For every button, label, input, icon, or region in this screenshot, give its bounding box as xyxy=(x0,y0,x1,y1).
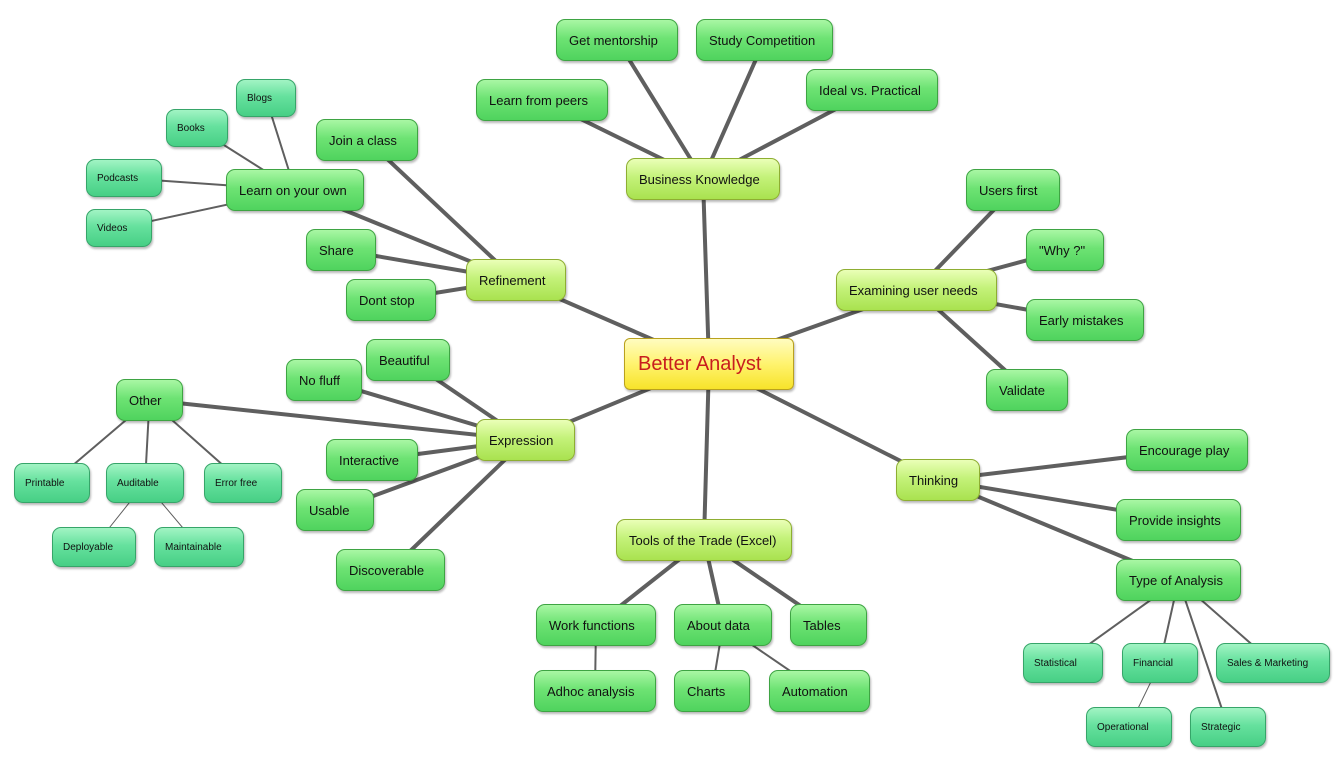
connector-expression-other xyxy=(147,398,528,442)
topic-node-usable[interactable]: Usable xyxy=(296,489,374,531)
topic-node-beautiful[interactable]: Beautiful xyxy=(366,339,450,381)
topic-node-examining-user-needs[interactable]: Examining user needs xyxy=(836,269,997,311)
topic-node-get-mentorship[interactable]: Get mentorship xyxy=(556,19,678,61)
topic-node-business-knowledge[interactable]: Business Knowledge xyxy=(626,158,780,200)
topic-node-join-a-class[interactable]: Join a class xyxy=(316,119,418,161)
connector-business-knowledge-study-competition xyxy=(701,38,767,181)
topic-node-printable[interactable]: Printable xyxy=(14,463,90,503)
topic-node-work-functions[interactable]: Work functions xyxy=(536,604,656,646)
topic-node-maintainable[interactable]: Maintainable xyxy=(154,527,244,567)
topic-node-study-competition[interactable]: Study Competition xyxy=(696,19,833,61)
connector-root-business-knowledge xyxy=(701,177,711,366)
topic-node-share[interactable]: Share xyxy=(306,229,376,271)
topic-node-learn-on-your-own[interactable]: Learn on your own xyxy=(226,169,364,211)
connector-business-knowledge-get-mentorship xyxy=(615,38,705,181)
topic-node-about-data[interactable]: About data xyxy=(674,604,772,646)
topic-node-users-first[interactable]: Users first xyxy=(966,169,1060,211)
topic-node-automation[interactable]: Automation xyxy=(769,670,870,712)
topic-node-sales-marketing[interactable]: Sales & Marketing xyxy=(1216,643,1330,683)
topic-node-books[interactable]: Books xyxy=(166,109,228,147)
topic-node-validate[interactable]: Validate xyxy=(986,369,1068,411)
topic-node-refinement[interactable]: Refinement xyxy=(466,259,566,301)
topic-node-tables[interactable]: Tables xyxy=(790,604,867,646)
topic-node-statistical[interactable]: Statistical xyxy=(1023,643,1103,683)
topic-node-learn-from-peers[interactable]: Learn from peers xyxy=(476,79,608,121)
central-topic-root[interactable]: Better Analyst xyxy=(624,338,794,390)
topic-node-other[interactable]: Other xyxy=(116,379,183,421)
connector-expression-discoverable xyxy=(388,438,528,572)
topic-node-discoverable[interactable]: Discoverable xyxy=(336,549,445,591)
topic-node-early-mistakes[interactable]: Early mistakes xyxy=(1026,299,1144,341)
topic-node-thinking[interactable]: Thinking xyxy=(896,459,980,501)
topic-node-provide-insights[interactable]: Provide insights xyxy=(1116,499,1241,541)
connector-refinement-join-a-class xyxy=(365,138,518,282)
topic-node-encourage-play[interactable]: Encourage play xyxy=(1126,429,1248,471)
topic-node-videos[interactable]: Videos xyxy=(86,209,152,247)
topic-node-expression[interactable]: Expression xyxy=(476,419,575,461)
topic-node-no-fluff[interactable]: No fluff xyxy=(286,359,362,401)
topic-node-podcasts[interactable]: Podcasts xyxy=(86,159,162,197)
connector-root-tools-of-the-trade xyxy=(702,362,711,542)
topic-node-why[interactable]: "Why ?" xyxy=(1026,229,1104,271)
topic-node-tools-of-the-trade[interactable]: Tools of the Trade (Excel) xyxy=(616,519,792,561)
topic-node-error-free[interactable]: Error free xyxy=(204,463,282,503)
topic-node-charts[interactable]: Charts xyxy=(674,670,750,712)
topic-node-dont-stop[interactable]: Dont stop xyxy=(346,279,436,321)
topic-node-deployable[interactable]: Deployable xyxy=(52,527,136,567)
connector-type-of-analysis-strategic xyxy=(1177,579,1229,728)
topic-node-interactive[interactable]: Interactive xyxy=(326,439,418,481)
topic-node-auditable[interactable]: Auditable xyxy=(106,463,184,503)
topic-node-blogs[interactable]: Blogs xyxy=(236,79,296,117)
topic-node-type-of-analysis[interactable]: Type of Analysis xyxy=(1116,559,1241,601)
topic-node-strategic[interactable]: Strategic xyxy=(1190,707,1266,747)
topic-node-financial[interactable]: Financial xyxy=(1122,643,1198,683)
topic-node-adhoc-analysis[interactable]: Adhoc analysis xyxy=(534,670,656,712)
topic-node-operational[interactable]: Operational xyxy=(1086,707,1172,747)
topic-node-ideal-vs-practical[interactable]: Ideal vs. Practical xyxy=(806,69,938,111)
